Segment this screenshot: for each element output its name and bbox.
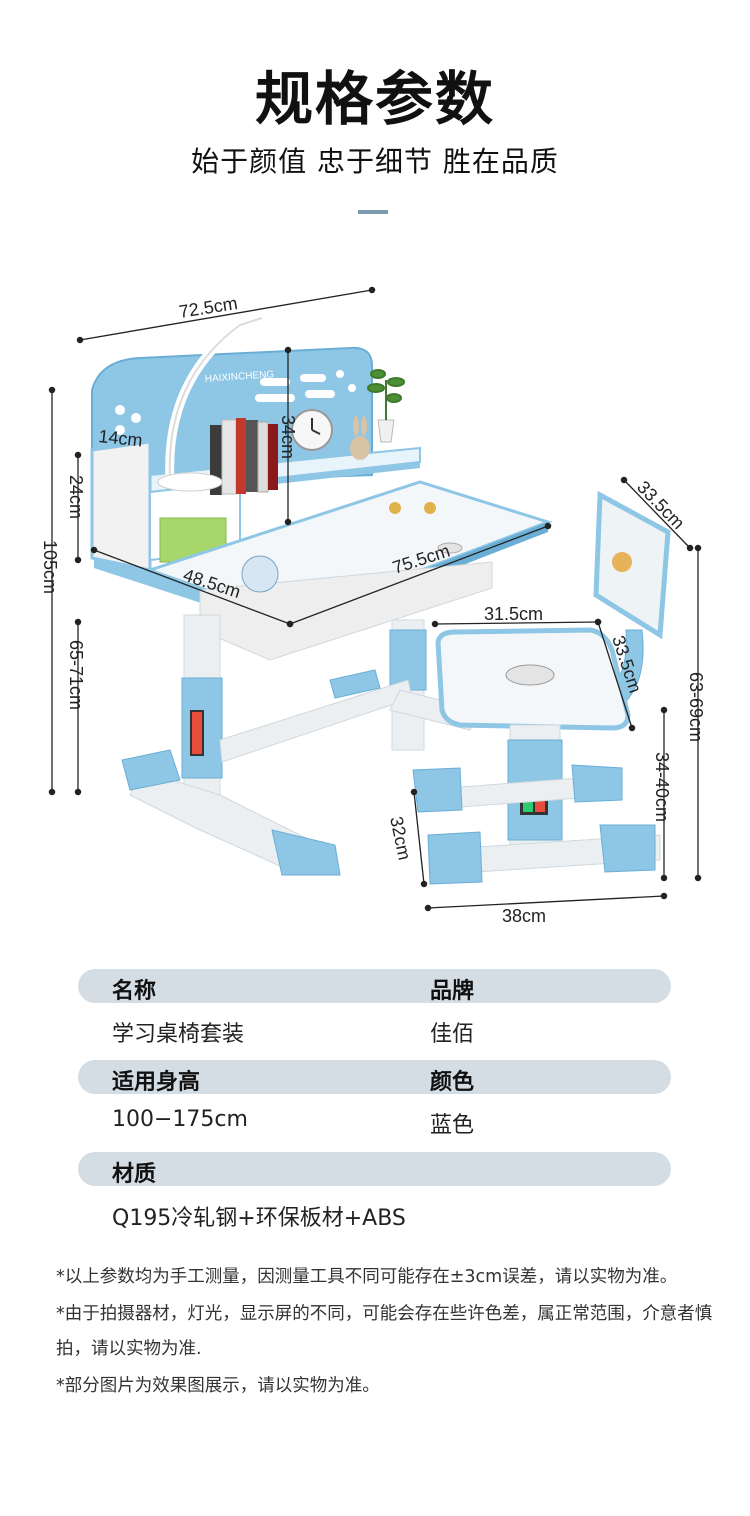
spec-label-height: 适用身高 <box>112 1070 201 1095</box>
spec-row-header-1: 名称 品牌 <box>78 969 671 1004</box>
spec-row-header-2: 适用身高 颜色 <box>78 1060 671 1095</box>
accent-divider <box>358 210 388 214</box>
dim-shelf-depth: 14cm <box>98 426 144 450</box>
dim-hutch-height: 34cm <box>278 415 298 459</box>
chair <box>412 490 671 885</box>
spec-label-material: 材质 <box>112 1162 157 1187</box>
note-color-difference: *由于拍摄器材，灯光，显示屏的不同，可能会存在些许色差，属正常范围，介意者慎拍，… <box>56 1304 713 1359</box>
note-rendering: *部分图片为效果图展示，请以实物为准。 <box>56 1376 380 1396</box>
spec-value-brand: 佳佰 <box>430 1022 475 1047</box>
dim-seat-width: 31.5cm <box>484 604 543 624</box>
page-title: 规格参数 <box>254 65 495 133</box>
page-subtitle: 始于颜值 忠于细节 胜在品质 <box>191 145 559 178</box>
brand-print: HAIXINCHENG <box>204 369 274 385</box>
spec-label-brand: 品牌 <box>430 979 475 1004</box>
spec-label-name: 名称 <box>112 979 157 1004</box>
spec-row-value-3: Q195冷轧钢+环保板材+ABS <box>78 1196 671 1232</box>
spec-value-name: 学习桌椅套装 <box>112 1022 245 1047</box>
product-illustration: HAIXINCHENG <box>40 286 706 926</box>
dim-desk-height: 65-71cm <box>66 640 86 710</box>
spec-row-header-3: 材质 <box>78 1152 671 1187</box>
spec-row-value-1: 学习桌椅套装 佳佰 <box>78 1012 671 1048</box>
dim-seat-height: 34-40cm <box>652 752 672 822</box>
dim-shelf-height: 24cm <box>66 475 86 519</box>
dim-base-width: 38cm <box>502 906 546 926</box>
dim-chair-height: 63-69cm <box>686 672 706 742</box>
spec-value-height: 100−175cm <box>112 1107 248 1132</box>
spec-value-material: Q195冷轧钢+环保板材+ABS <box>112 1206 406 1231</box>
disclaimer-notes: *以上参数均为手工测量，因测量工具不同可能存在±3cm误差，请以实物为准。 *由… <box>56 1260 716 1406</box>
dim-base-depth: 32cm <box>386 815 415 862</box>
spec-label-color: 颜色 <box>430 1070 475 1095</box>
spec-row-value-2: 100−175cm 蓝色 <box>78 1103 671 1139</box>
note-measurement: *以上参数均为手工测量，因测量工具不同可能存在±3cm误差，请以实物为准。 <box>56 1267 678 1287</box>
spec-value-color: 蓝色 <box>430 1113 475 1138</box>
dim-total-height: 105cm <box>40 540 60 594</box>
